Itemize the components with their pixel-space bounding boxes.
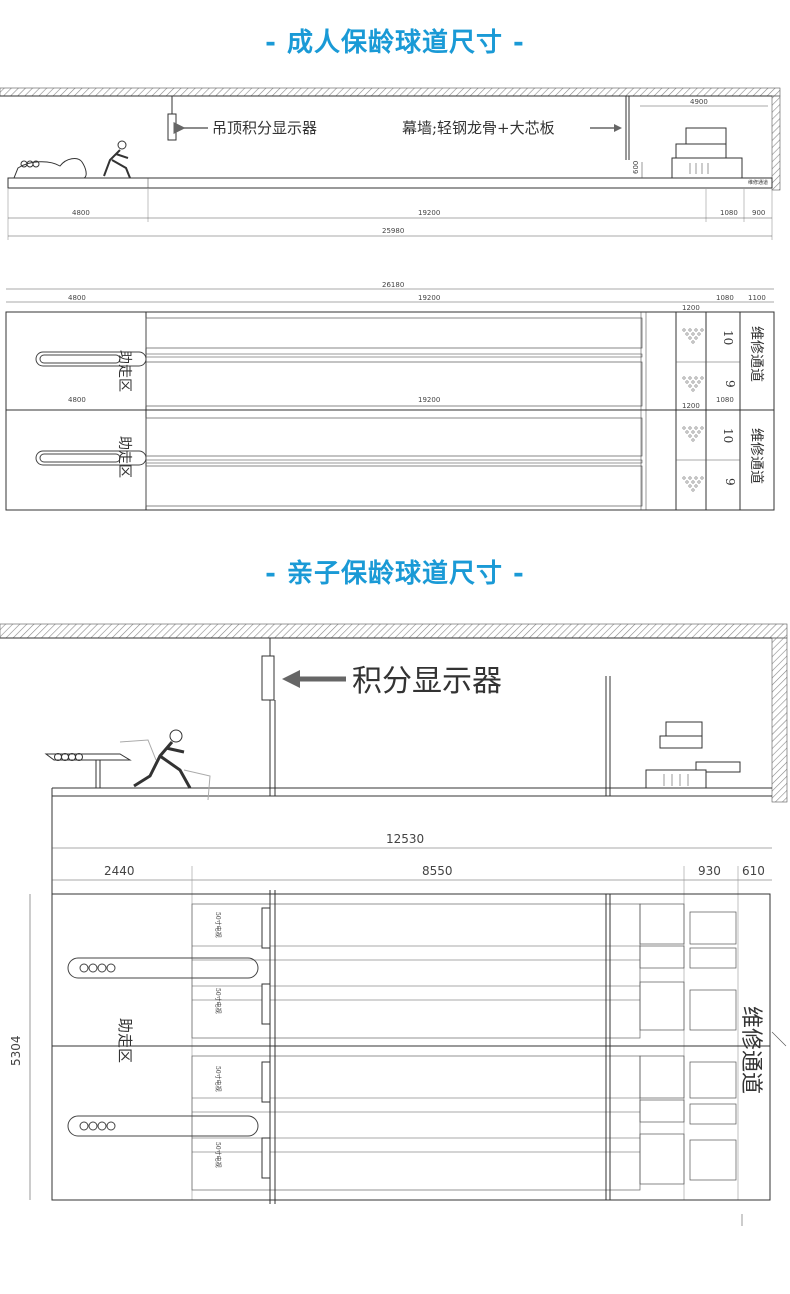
adult-plan-dim-1200: 1200 [682, 304, 700, 312]
child-plan-dim-610: 610 [742, 864, 765, 878]
adult-approach-label-2: 助走区 [116, 436, 132, 478]
child-plan-view: 12530 2440 8550 930 610 5304 [9, 832, 787, 1226]
adult-lane-number-4: 9 [723, 478, 737, 486]
adult-bowler-figure [13, 140, 131, 179]
child-bowler-figure [44, 729, 211, 801]
adult-section-title: - 成人保龄球道尺寸 - [265, 28, 525, 58]
adult-plan-total: 26180 [382, 281, 404, 289]
adult-maint-small: 维修通道 [748, 179, 768, 186]
adult-side-dim-1080: 1080 [720, 209, 738, 217]
adult-dim-4900: 4900 [690, 98, 708, 106]
child-maint-label: 维修通道 [738, 1006, 763, 1094]
adult-plan-dim-1100: 1100 [748, 294, 766, 302]
adult-dim-600: 600 [632, 161, 640, 174]
adult-plan-dim-19200: 19200 [418, 294, 440, 302]
child-plan-height: 5304 [9, 1035, 23, 1066]
adult-side-dim-4800: 4800 [72, 209, 90, 217]
adult-scoreboard-label: 吊顶积分显示器 [212, 119, 317, 137]
child-plan-dim-2440: 2440 [104, 864, 135, 878]
child-approach-label: 助走区 [116, 1018, 134, 1063]
adult-lane-number-3: 10 [721, 428, 735, 443]
child-pinsetter-blocks [639, 903, 737, 1185]
adult-side-total: 25980 [382, 227, 404, 235]
adult-side-view: 吊顶积分显示器 幕墙;轻钢龙骨+大芯板 4900 600 维修通道 [0, 87, 781, 240]
adult-pin-decks [682, 328, 704, 492]
child-plan-dim-930: 930 [698, 864, 721, 878]
adult-maint-label-1: 维修通道 [748, 326, 764, 382]
adult-side-dim-19200: 19200 [418, 209, 440, 217]
adult-side-dim-900: 900 [752, 209, 765, 217]
child-scoreboard-label: 积分显示器 [352, 664, 502, 699]
adult-plan-dim-4800: 4800 [68, 294, 86, 302]
child-tv-tag-3: 50寸电视 [214, 1066, 222, 1092]
child-plan-dim-8550: 8550 [422, 864, 453, 878]
adult-mid-dim-1080: 1080 [716, 396, 734, 404]
adult-mid-dim-19200: 19200 [418, 396, 440, 404]
adult-lane-number-2: 9 [723, 380, 737, 388]
child-side-view: 积分显示器 [0, 623, 788, 1200]
child-tv-tag-2: 50寸电视 [214, 988, 222, 1014]
adult-plan-dim-1080: 1080 [716, 294, 734, 302]
adult-mid-dim-1200: 1200 [682, 402, 700, 410]
child-ball-return [67, 957, 259, 1137]
child-pinsetter [645, 721, 741, 789]
adult-mid-dim-4800: 4800 [68, 396, 86, 404]
adult-approach-label-1: 助走区 [116, 350, 132, 392]
adult-plan-view: 26180 4800 19200 1080 1100 1200 [5, 281, 775, 511]
child-tv-tag-1: 50寸电视 [214, 912, 222, 938]
child-plan-total: 12530 [386, 832, 424, 846]
child-tv-tag-4: 50寸电视 [214, 1142, 222, 1168]
adult-pinsetter [671, 127, 743, 179]
adult-lane-number-1: 10 [721, 330, 735, 345]
child-section-title: - 亲子保龄球道尺寸 - [265, 559, 525, 589]
adult-ball-return [35, 351, 147, 466]
adult-maint-label-2: 维修通道 [748, 428, 764, 484]
adult-wall-label: 幕墙;轻钢龙骨+大芯板 [402, 119, 555, 137]
